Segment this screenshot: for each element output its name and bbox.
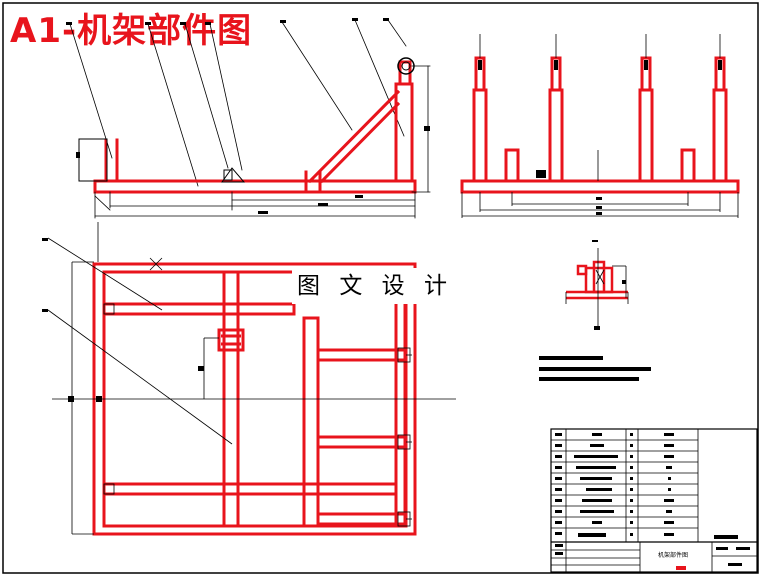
- plan-view: [42, 222, 456, 536]
- technical-notes: [539, 356, 651, 381]
- section-detail-view: [565, 240, 629, 330]
- drawing-title: A1-机架部件图: [10, 11, 253, 51]
- title-block-drawing-name: 机架部件图: [658, 552, 689, 559]
- side-elevation-view: [66, 18, 431, 219]
- watermark-text: 图 文 设 计: [292, 268, 458, 304]
- bill-of-materials-rows: [555, 433, 750, 566]
- title-block-mark: [676, 566, 686, 570]
- front-elevation-view: [460, 34, 740, 218]
- title-block: [550, 428, 758, 573]
